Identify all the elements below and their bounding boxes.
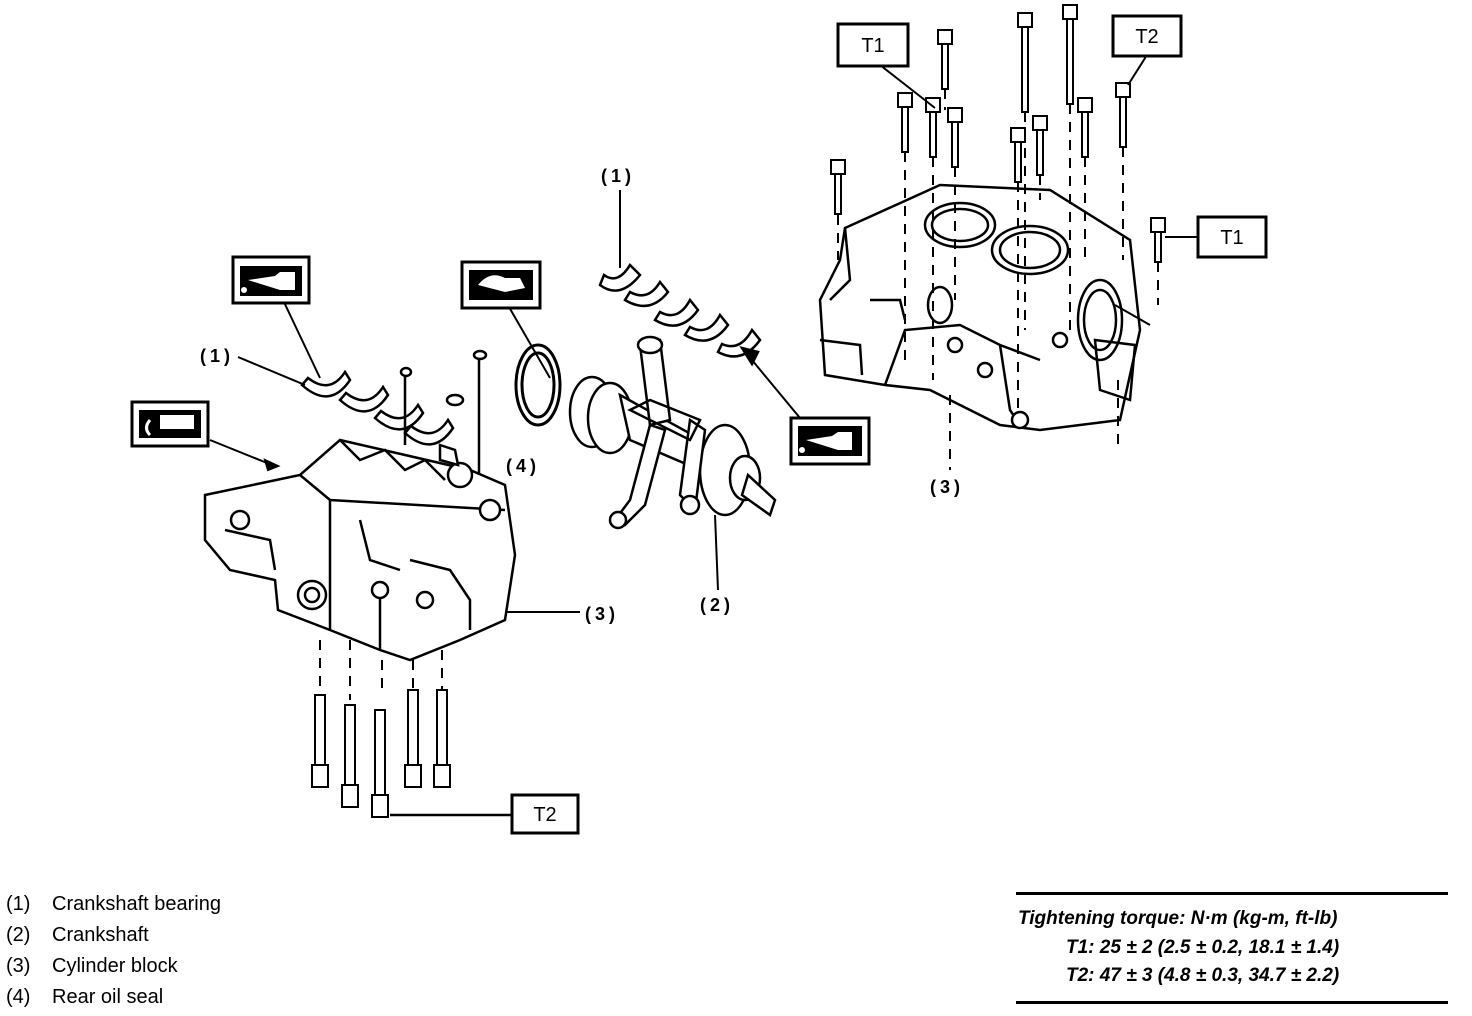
torque-tag-t1-right: T1	[1196, 215, 1268, 259]
parts-legend: (1) Crankshaft bearing (2) Crankshaft (3…	[6, 889, 426, 1013]
right-cylinder-block	[818, 183, 1142, 432]
callout-bearing-left: (1)	[200, 346, 234, 366]
bolt-guide-lines	[837, 89, 1159, 470]
left-leader-lines	[209, 299, 580, 613]
grease-tube-icon	[460, 260, 542, 310]
legend-item: (1) Crankshaft bearing	[6, 889, 426, 920]
oil-can-icon	[789, 416, 871, 466]
torque-leader-lines	[879, 54, 1198, 326]
callout-block-right: (3)	[930, 477, 964, 497]
lower-bolts	[311, 640, 512, 818]
legend-number: (2)	[6, 924, 31, 946]
svg-text:T1: T1	[861, 35, 884, 57]
callout-block-left: (3)	[585, 604, 619, 624]
crankshaft	[568, 335, 777, 591]
torque-t2: T2: 47 ± 3 (4.8 ± 0.3, 34.7 ± 2.2)	[1066, 965, 1340, 986]
oil-can-icon	[231, 255, 311, 305]
callout-rear-seal: (4)	[506, 456, 540, 476]
torque-heading: Tightening torque: N·m (kg-m, ft-lb)	[1018, 908, 1338, 929]
legend-label: Cylinder block	[52, 955, 178, 977]
sealant-tube-icon	[130, 400, 210, 448]
center-bearing-shells	[598, 190, 801, 419]
legend-number: (4)	[6, 986, 31, 1008]
legend-number: (3)	[6, 955, 31, 977]
legend-number: (1)	[6, 893, 31, 915]
legend-item: (4) Rear oil seal	[6, 982, 426, 1013]
torque-spec-box: Tightening torque: N·m (kg-m, ft-lb) T1:…	[1016, 892, 1448, 1004]
legend-item: (3) Cylinder block	[6, 951, 426, 982]
torque-tag-t2-bottom: T2	[510, 793, 580, 835]
legend-label: Crankshaft bearing	[52, 893, 221, 915]
legend-label: Rear oil seal	[52, 986, 164, 1008]
callout-bearing-top: (1)	[601, 166, 635, 186]
rear-oil-seal	[504, 299, 562, 427]
svg-text:T2: T2	[533, 804, 556, 826]
torque-tag-t2-top: T2	[1111, 14, 1183, 58]
torque-tag-t1-top: T1	[836, 22, 910, 68]
legend-item: (2) Crankshaft	[6, 920, 426, 951]
left-cylinder-block	[203, 438, 517, 662]
torque-t1: T1: 25 ± 2 (2.5 ± 0.2, 18.1 ± 1.4)	[1066, 937, 1340, 958]
left-bearing-shells	[300, 349, 488, 475]
legend-label: Crankshaft	[52, 924, 149, 946]
svg-text:T2: T2	[1135, 26, 1158, 48]
svg-text:T1: T1	[1220, 227, 1243, 249]
callout-crankshaft: (2)	[700, 595, 734, 615]
